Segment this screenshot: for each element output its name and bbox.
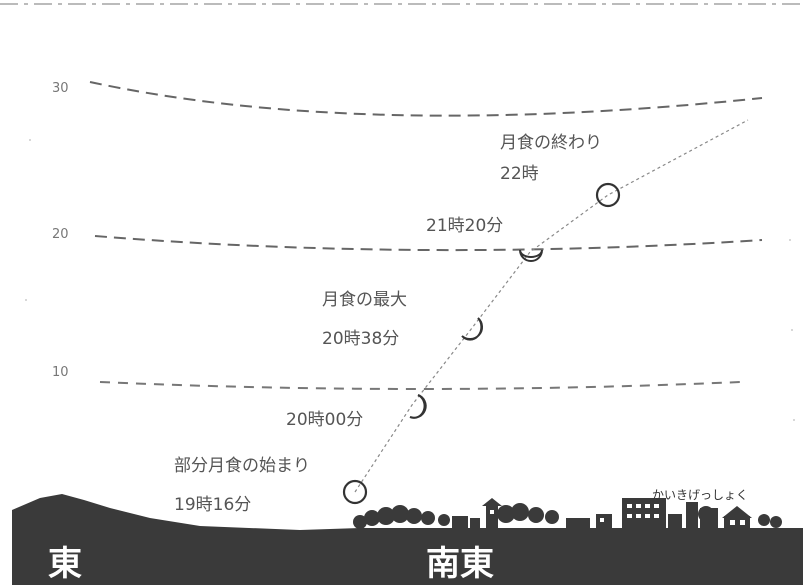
event-end-time: 22時 <box>500 164 539 184</box>
event-max-time: 20時38分 <box>322 329 399 349</box>
building-windows <box>490 504 745 525</box>
altitude-line-10 <box>99 381 741 390</box>
moon-full-start-icon <box>342 479 368 505</box>
altitude-tick-10: 10 <box>52 365 69 380</box>
altitude-tick-20: 20 <box>52 227 69 242</box>
moon-crescent-max-icon <box>461 317 484 341</box>
event-2000-time: 20時00分 <box>286 410 363 430</box>
direction-southeast-label: 南東 <box>426 544 494 584</box>
altitude-line-30 <box>89 81 763 117</box>
event-start-time: 19時16分 <box>174 495 251 515</box>
direction-east-label: 東 <box>48 544 82 584</box>
scan-noise <box>25 139 795 421</box>
romaji-caption: かいきげっしょく <box>652 488 748 502</box>
event-start-name: 部分月食の始まり <box>174 456 310 476</box>
event-max-name: 月食の最大 <box>322 290 407 310</box>
event-end-name: 月食の終わり <box>500 133 602 153</box>
altitude-tick-30: 30 <box>52 81 69 96</box>
ground-silhouette <box>12 494 803 585</box>
building-cluster <box>452 498 752 530</box>
moon-full-end-icon <box>595 182 621 208</box>
moon-gibbous-2120-icon <box>519 249 543 262</box>
event-2120-time: 21時20分 <box>426 216 503 236</box>
altitude-line-20 <box>94 235 763 252</box>
moon-path <box>354 119 749 493</box>
moon-crescent-2000-icon <box>409 394 427 419</box>
